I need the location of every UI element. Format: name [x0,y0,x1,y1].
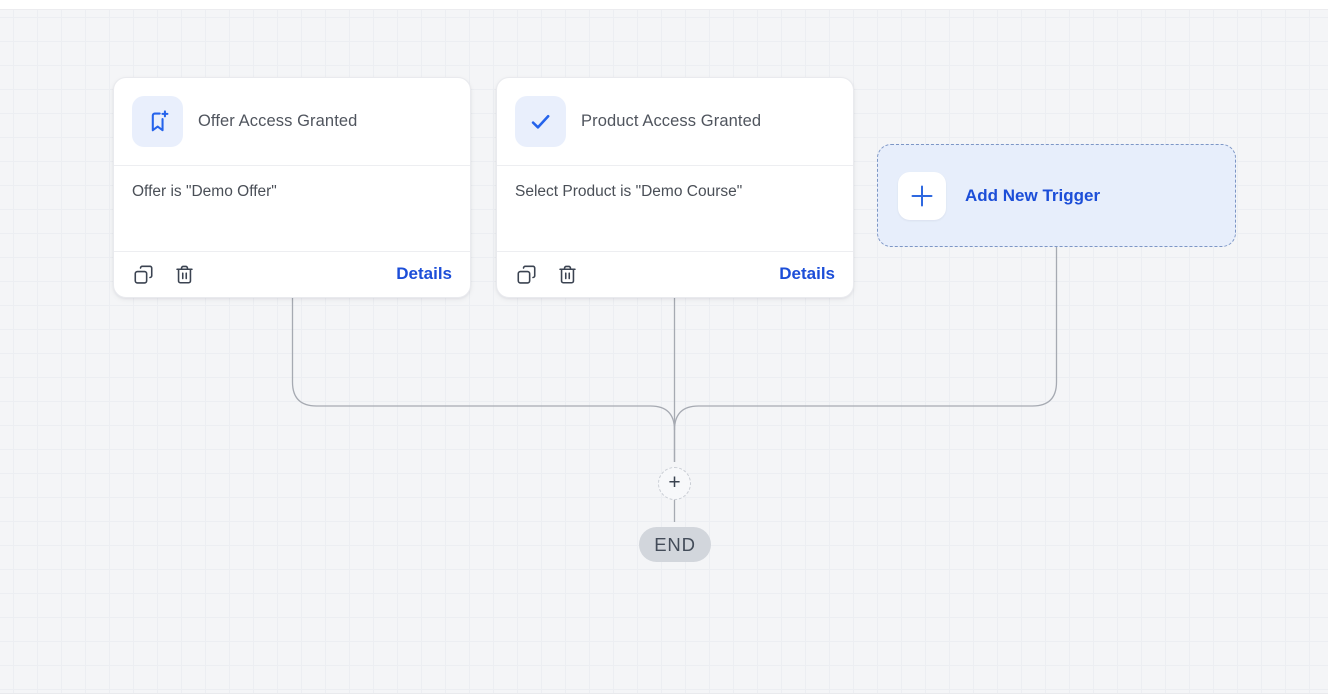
trigger-card-footer: Details [497,252,853,296]
end-label: END [654,533,696,555]
details-link[interactable]: Details [396,264,452,283]
bookmark-plus-icon [132,96,183,147]
trigger-card-product[interactable]: Product Access Granted Select Product is… [496,77,854,298]
check-icon [515,96,566,147]
trigger-card-header: Offer Access Granted [114,78,470,166]
top-strip [0,0,1328,10]
trigger-condition: Select Product is "Demo Course" [497,166,853,252]
bottom-strip [0,693,1328,700]
trigger-card-footer: Details [114,252,470,296]
add-new-trigger-label: Add New Trigger [965,185,1101,205]
details-link[interactable]: Details [779,264,835,283]
insert-action-button[interactable]: + [658,467,691,500]
trigger-card-title: Product Access Granted [581,112,762,130]
end-node-badge: END [639,527,711,562]
trigger-card-header: Product Access Granted [497,78,853,166]
trash-icon[interactable] [173,263,195,285]
trigger-condition: Offer is "Demo Offer" [114,166,470,252]
plus-icon [898,171,946,220]
plus-glyph: + [668,471,681,494]
connector-offer-trigger [291,293,676,462]
trash-icon[interactable] [556,263,578,285]
copy-icon[interactable] [132,263,154,285]
trigger-card-offer[interactable]: Offer Access Granted Offer is "Demo Offe… [113,77,471,298]
trigger-card-title: Offer Access Granted [198,112,358,130]
add-new-trigger-button[interactable]: Add New Trigger [877,144,1236,247]
copy-icon[interactable] [515,263,537,285]
workflow-canvas[interactable]: Offer Access Granted Offer is "Demo Offe… [0,10,1328,693]
